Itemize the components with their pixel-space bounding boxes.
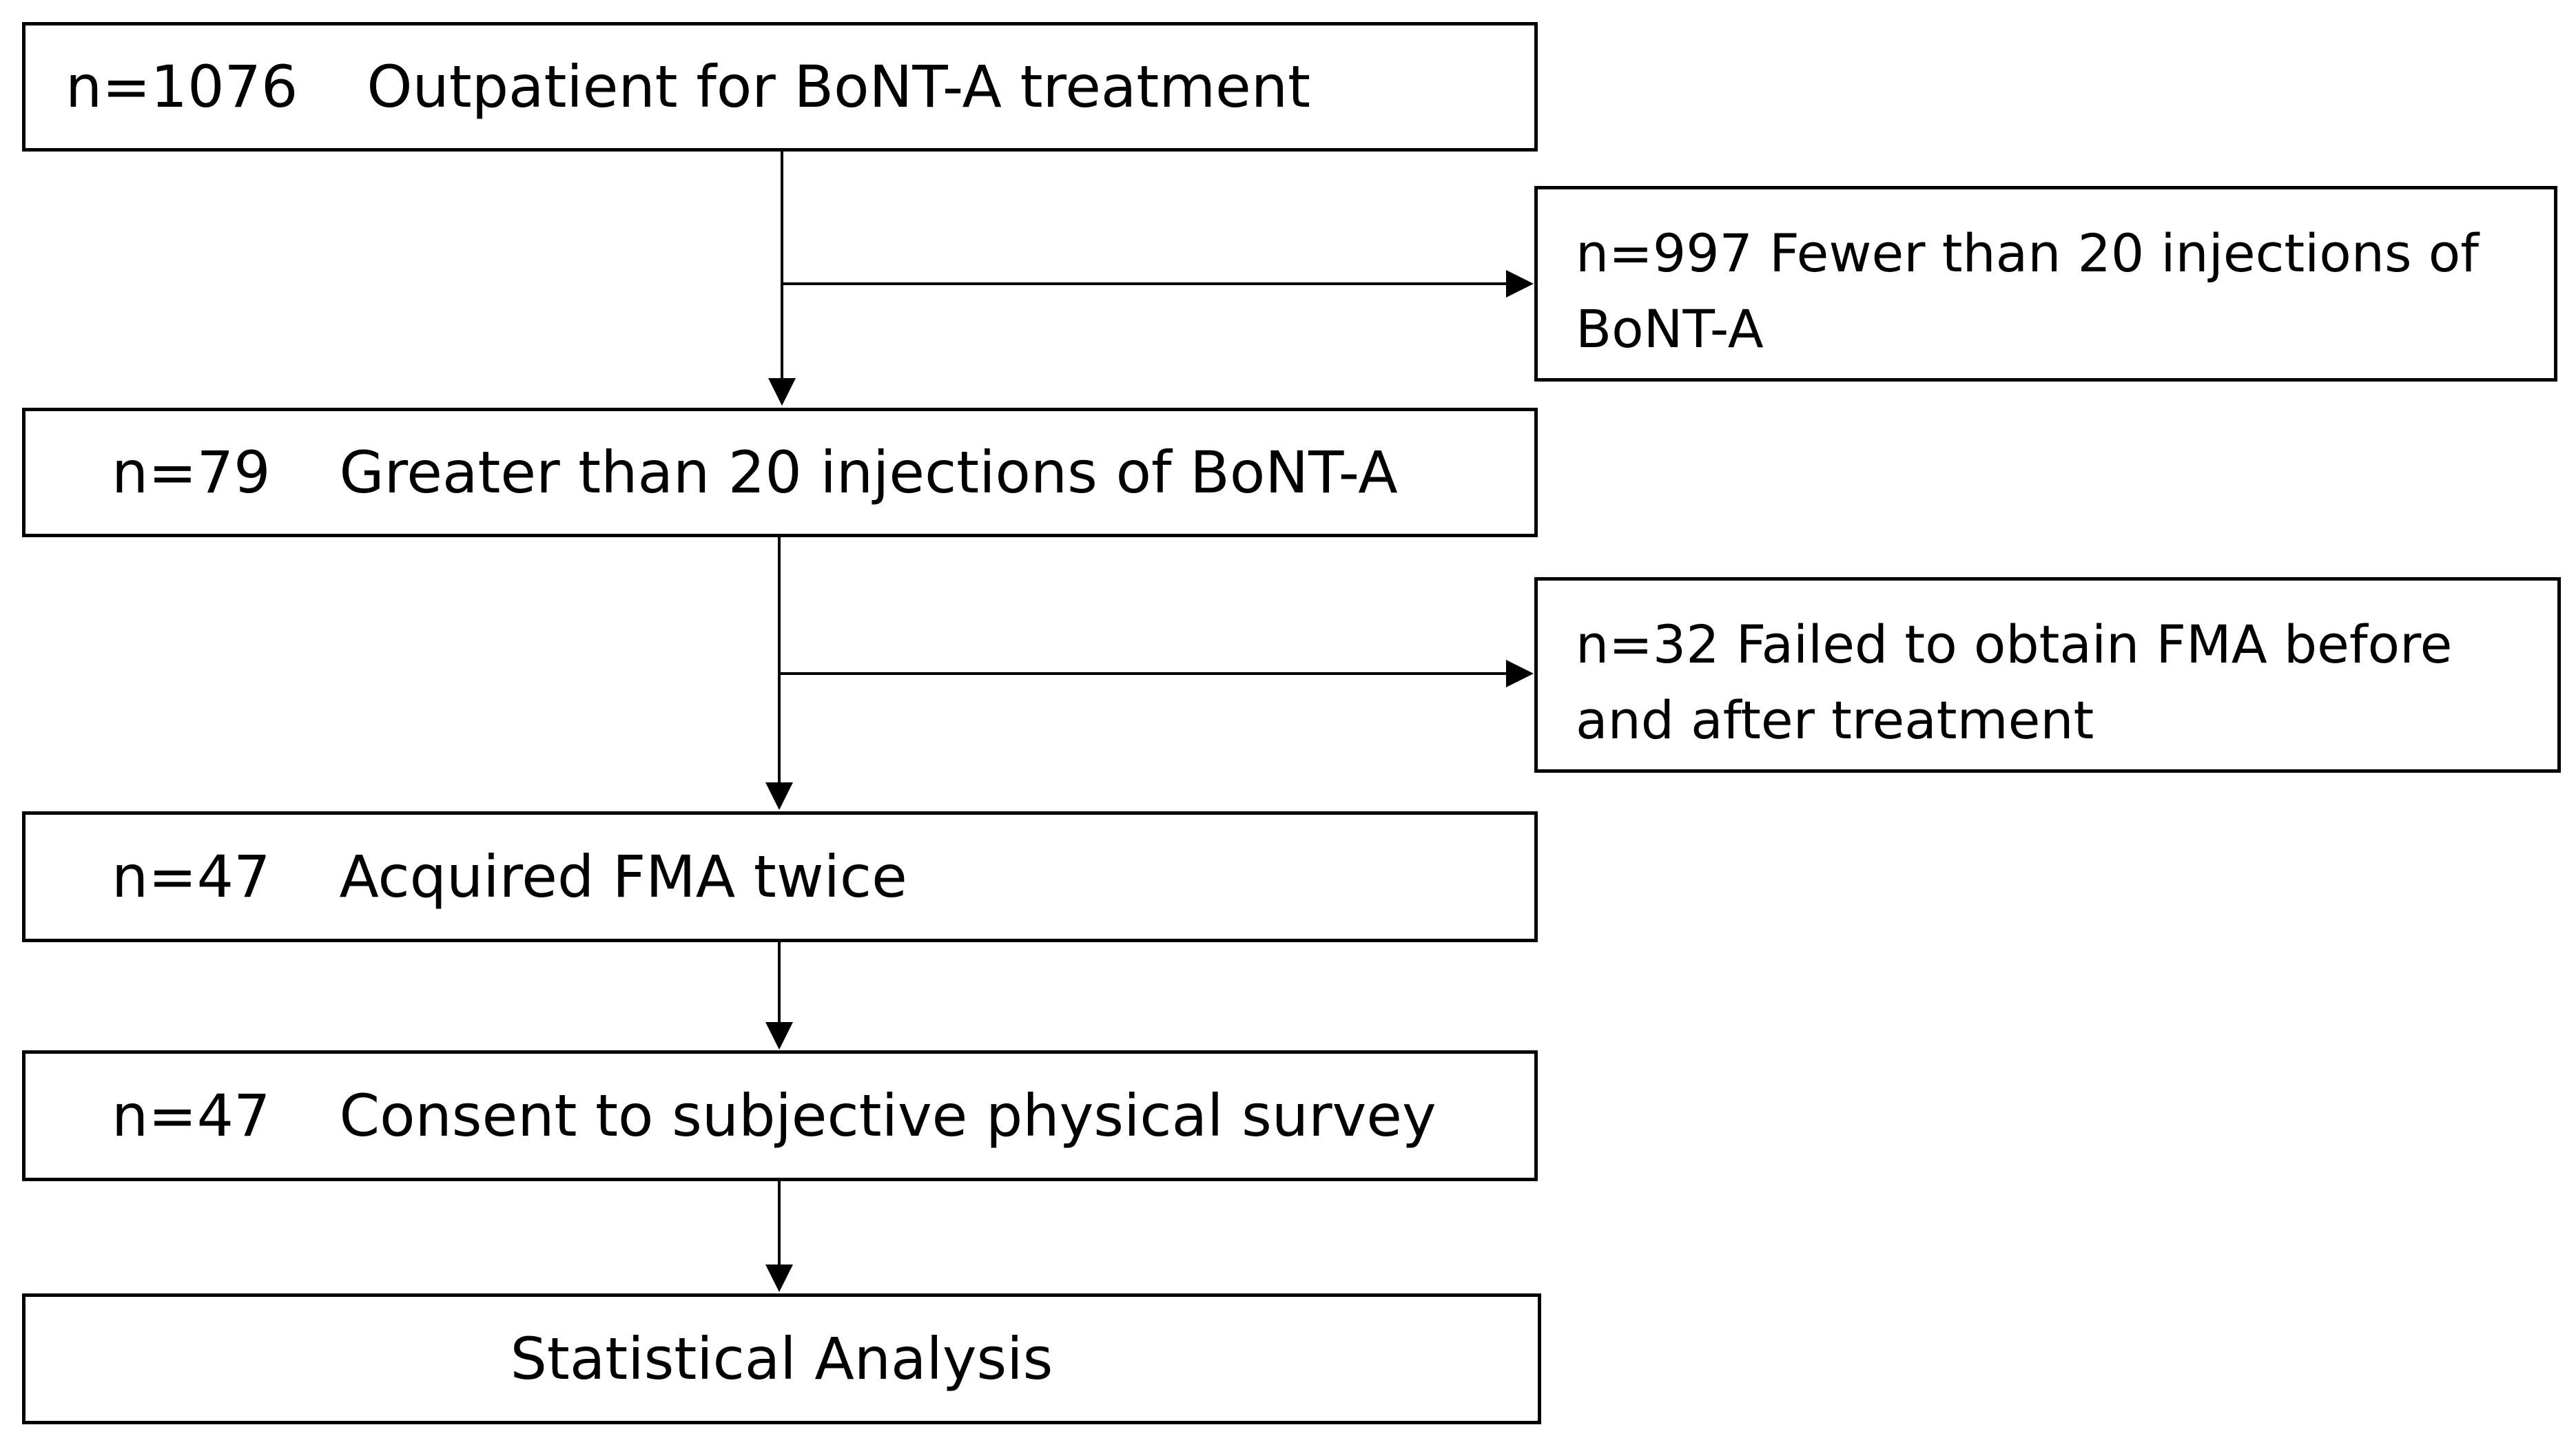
exclusion-text: n=32 Failed to obtain FMA before and aft… — [1576, 614, 2453, 751]
step-box-outpatient: n=1076 Outpatient for BoNT-A treatment — [22, 22, 1538, 152]
step-count: n=47 — [112, 843, 271, 910]
step-label: Acquired FMA twice — [339, 843, 907, 910]
step-count: n=79 — [112, 439, 271, 506]
step-label: Statistical Analysis — [510, 1325, 1053, 1393]
step-label: Outpatient for BoNT-A treatment — [367, 53, 1310, 121]
step-box-statistical-analysis: Statistical Analysis — [22, 1293, 1541, 1424]
exclusion-text: n=997 Fewer than 20 injections of BoNT-A — [1576, 222, 2479, 360]
step-box-acquired-fma: n=47 Acquired FMA twice — [22, 811, 1538, 942]
step-count: n=1076 — [65, 53, 298, 121]
step-box-greater-injections: n=79 Greater than 20 injections of BoNT-A — [22, 408, 1538, 537]
exclusion-box-fewer-injections: n=997 Fewer than 20 injections of BoNT-A — [1534, 186, 2557, 382]
step-box-consent-survey: n=47 Consent to subjective physical surve… — [22, 1050, 1538, 1181]
step-label: Consent to subjective physical survey — [339, 1082, 1436, 1149]
exclusion-box-failed-fma: n=32 Failed to obtain FMA before and aft… — [1534, 577, 2561, 773]
step-label: Greater than 20 injections of BoNT-A — [339, 439, 1398, 506]
step-count: n=47 — [112, 1082, 271, 1149]
